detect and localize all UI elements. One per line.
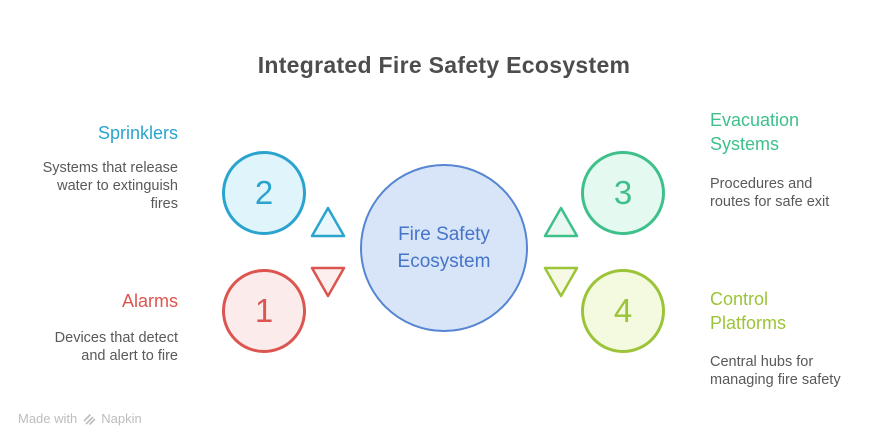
control-node-circle: 4 <box>581 269 665 353</box>
evacuation-heading: Evacuation Systems <box>710 110 800 154</box>
alarms-node-number: 1 <box>254 292 274 329</box>
watermark-brand: Napkin <box>101 411 142 426</box>
control-description: Central hubs for managing fire safety <box>710 354 841 388</box>
alarms-description: Devices that detect and alert to fire <box>54 330 178 364</box>
triangle-down-olive-icon <box>543 266 579 298</box>
sprinklers-heading: Sprinklers <box>97 123 178 143</box>
sprinklers-node-circle: 2 <box>222 151 306 235</box>
diagram-title: Integrated Fire Safety Ecosystem <box>257 52 631 78</box>
evacuation-node-circle: 3 <box>581 151 665 235</box>
alarms-heading: Alarms <box>121 291 178 311</box>
control-heading: Control Platforms <box>710 289 787 333</box>
triangle-up-cyan-icon <box>310 206 346 238</box>
triangle-down-red-icon <box>310 266 346 298</box>
evacuation-description: Procedures and routes for safe exit <box>710 176 830 210</box>
evacuation-node-number: 3 <box>613 174 633 211</box>
watermark-made-with: Made with <box>18 411 78 426</box>
sprinklers-node-number: 2 <box>254 174 274 211</box>
control-node-number: 4 <box>613 292 633 329</box>
napkin-logo-icon <box>83 413 96 425</box>
watermark: Made with Napkin <box>18 411 142 426</box>
center-node-label: Fire Safety Ecosystem <box>397 224 491 272</box>
center-node-circle: Fire Safety Ecosystem <box>360 164 528 332</box>
triangle-up-green-icon <box>543 206 579 238</box>
sprinklers-description: Systems that release water to extinguish… <box>42 160 178 212</box>
alarms-node-circle: 1 <box>222 269 306 353</box>
